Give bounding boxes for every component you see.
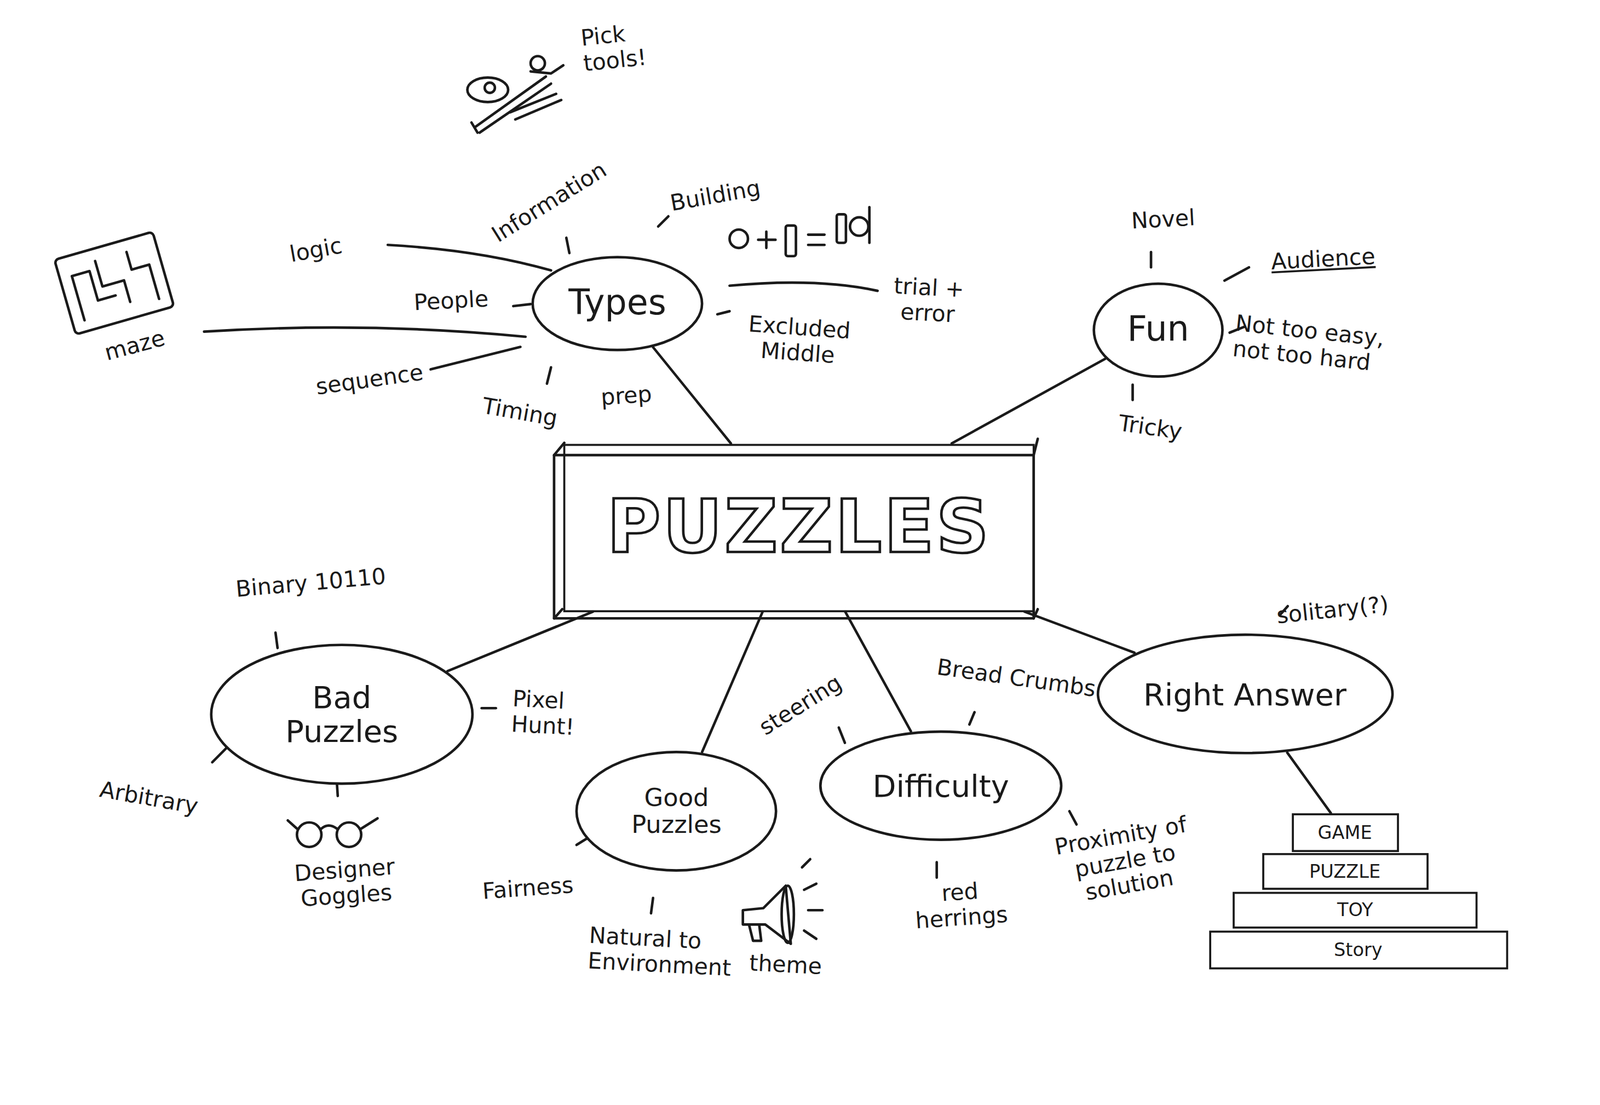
stack-box: TOY (1232, 891, 1478, 929)
note-label: Audience (1270, 244, 1377, 276)
stack-box: Story (1208, 930, 1508, 970)
note-label: People (413, 286, 489, 316)
note-label: Tricky (1117, 411, 1184, 446)
central-box: PUZZLES (563, 443, 1035, 612)
node-text: Good Puzzles (609, 784, 743, 838)
topic-ellipse: Right Answer (1095, 632, 1395, 756)
maze-icon (54, 231, 174, 335)
note-label: Proximity of puzzle to solution (1035, 809, 1215, 913)
branch-connector (447, 611, 593, 671)
branch-connector (701, 611, 763, 752)
branch-connector (1287, 752, 1332, 814)
ellipse-outline (532, 256, 702, 350)
megaphone-icon (743, 859, 823, 945)
note-label: red herrings (898, 876, 1024, 935)
ellipse-outline (1094, 283, 1223, 377)
note-label: Pixel Hunt! (510, 686, 597, 742)
branch-connector (1024, 611, 1135, 653)
note-label: trial + error (881, 273, 976, 328)
note-label: Bread Crumbs (935, 654, 1098, 702)
note-label: sequence (314, 360, 425, 401)
node-text: Difficulty (872, 768, 1009, 803)
topic-ellipse: Types (530, 254, 705, 352)
node-text: GAME (1318, 822, 1373, 843)
branch-connector (653, 347, 732, 444)
ellipse-outline (1097, 634, 1393, 753)
ellipse-outline (211, 645, 473, 784)
note-label: Timing (480, 393, 560, 432)
node-text: PUZZLES (606, 487, 992, 569)
note-label: theme (748, 951, 823, 981)
note-label: Pick tools! (579, 18, 666, 77)
node-text: Story (1333, 939, 1383, 960)
equation-sketch (729, 206, 869, 256)
note-label: Designer Goggles (288, 854, 404, 913)
note-label: Excluded Middle (733, 311, 865, 371)
note-label: Fairness (481, 873, 575, 905)
note-label: Natural to Environment (586, 923, 743, 982)
note-label: prep (600, 382, 653, 411)
topic-ellipse: Good Puzzles (574, 750, 779, 873)
tools-sketch (467, 55, 563, 133)
note-label: Information (487, 157, 612, 249)
note-label: Arbitrary (97, 777, 200, 820)
node-text: Types (568, 284, 667, 323)
note-label: steering (755, 670, 847, 741)
topic-ellipse: Difficulty (818, 729, 1064, 842)
note-label: maze (101, 325, 168, 366)
node-text: Right Answer (1143, 676, 1347, 711)
note-label: Building (668, 175, 763, 217)
note-label: Novel (1130, 205, 1196, 235)
node-text: PUZZLE (1309, 861, 1381, 882)
topic-ellipse: Fun (1091, 280, 1225, 378)
note-label: Binary 10110 (234, 564, 388, 603)
branch-connector (951, 358, 1105, 443)
ellipse-outline (576, 751, 776, 871)
node-text: TOY (1337, 900, 1374, 921)
ellipse-outline (820, 731, 1062, 840)
note-label: solitary(?) (1275, 592, 1390, 630)
box-frame (554, 438, 1038, 619)
stack-box: PUZZLE (1261, 853, 1429, 890)
stack-box: GAME (1291, 813, 1399, 853)
branch-lines (204, 216, 1288, 914)
branch-connector (845, 611, 912, 732)
note-label: Not too easy, not too hard (1231, 311, 1410, 379)
node-text: Fun (1126, 310, 1189, 349)
note-label: logic (288, 233, 345, 268)
goggles-icon (288, 818, 378, 848)
node-text: Bad Puzzles (260, 680, 424, 748)
topic-ellipse: Bad Puzzles (209, 642, 475, 786)
